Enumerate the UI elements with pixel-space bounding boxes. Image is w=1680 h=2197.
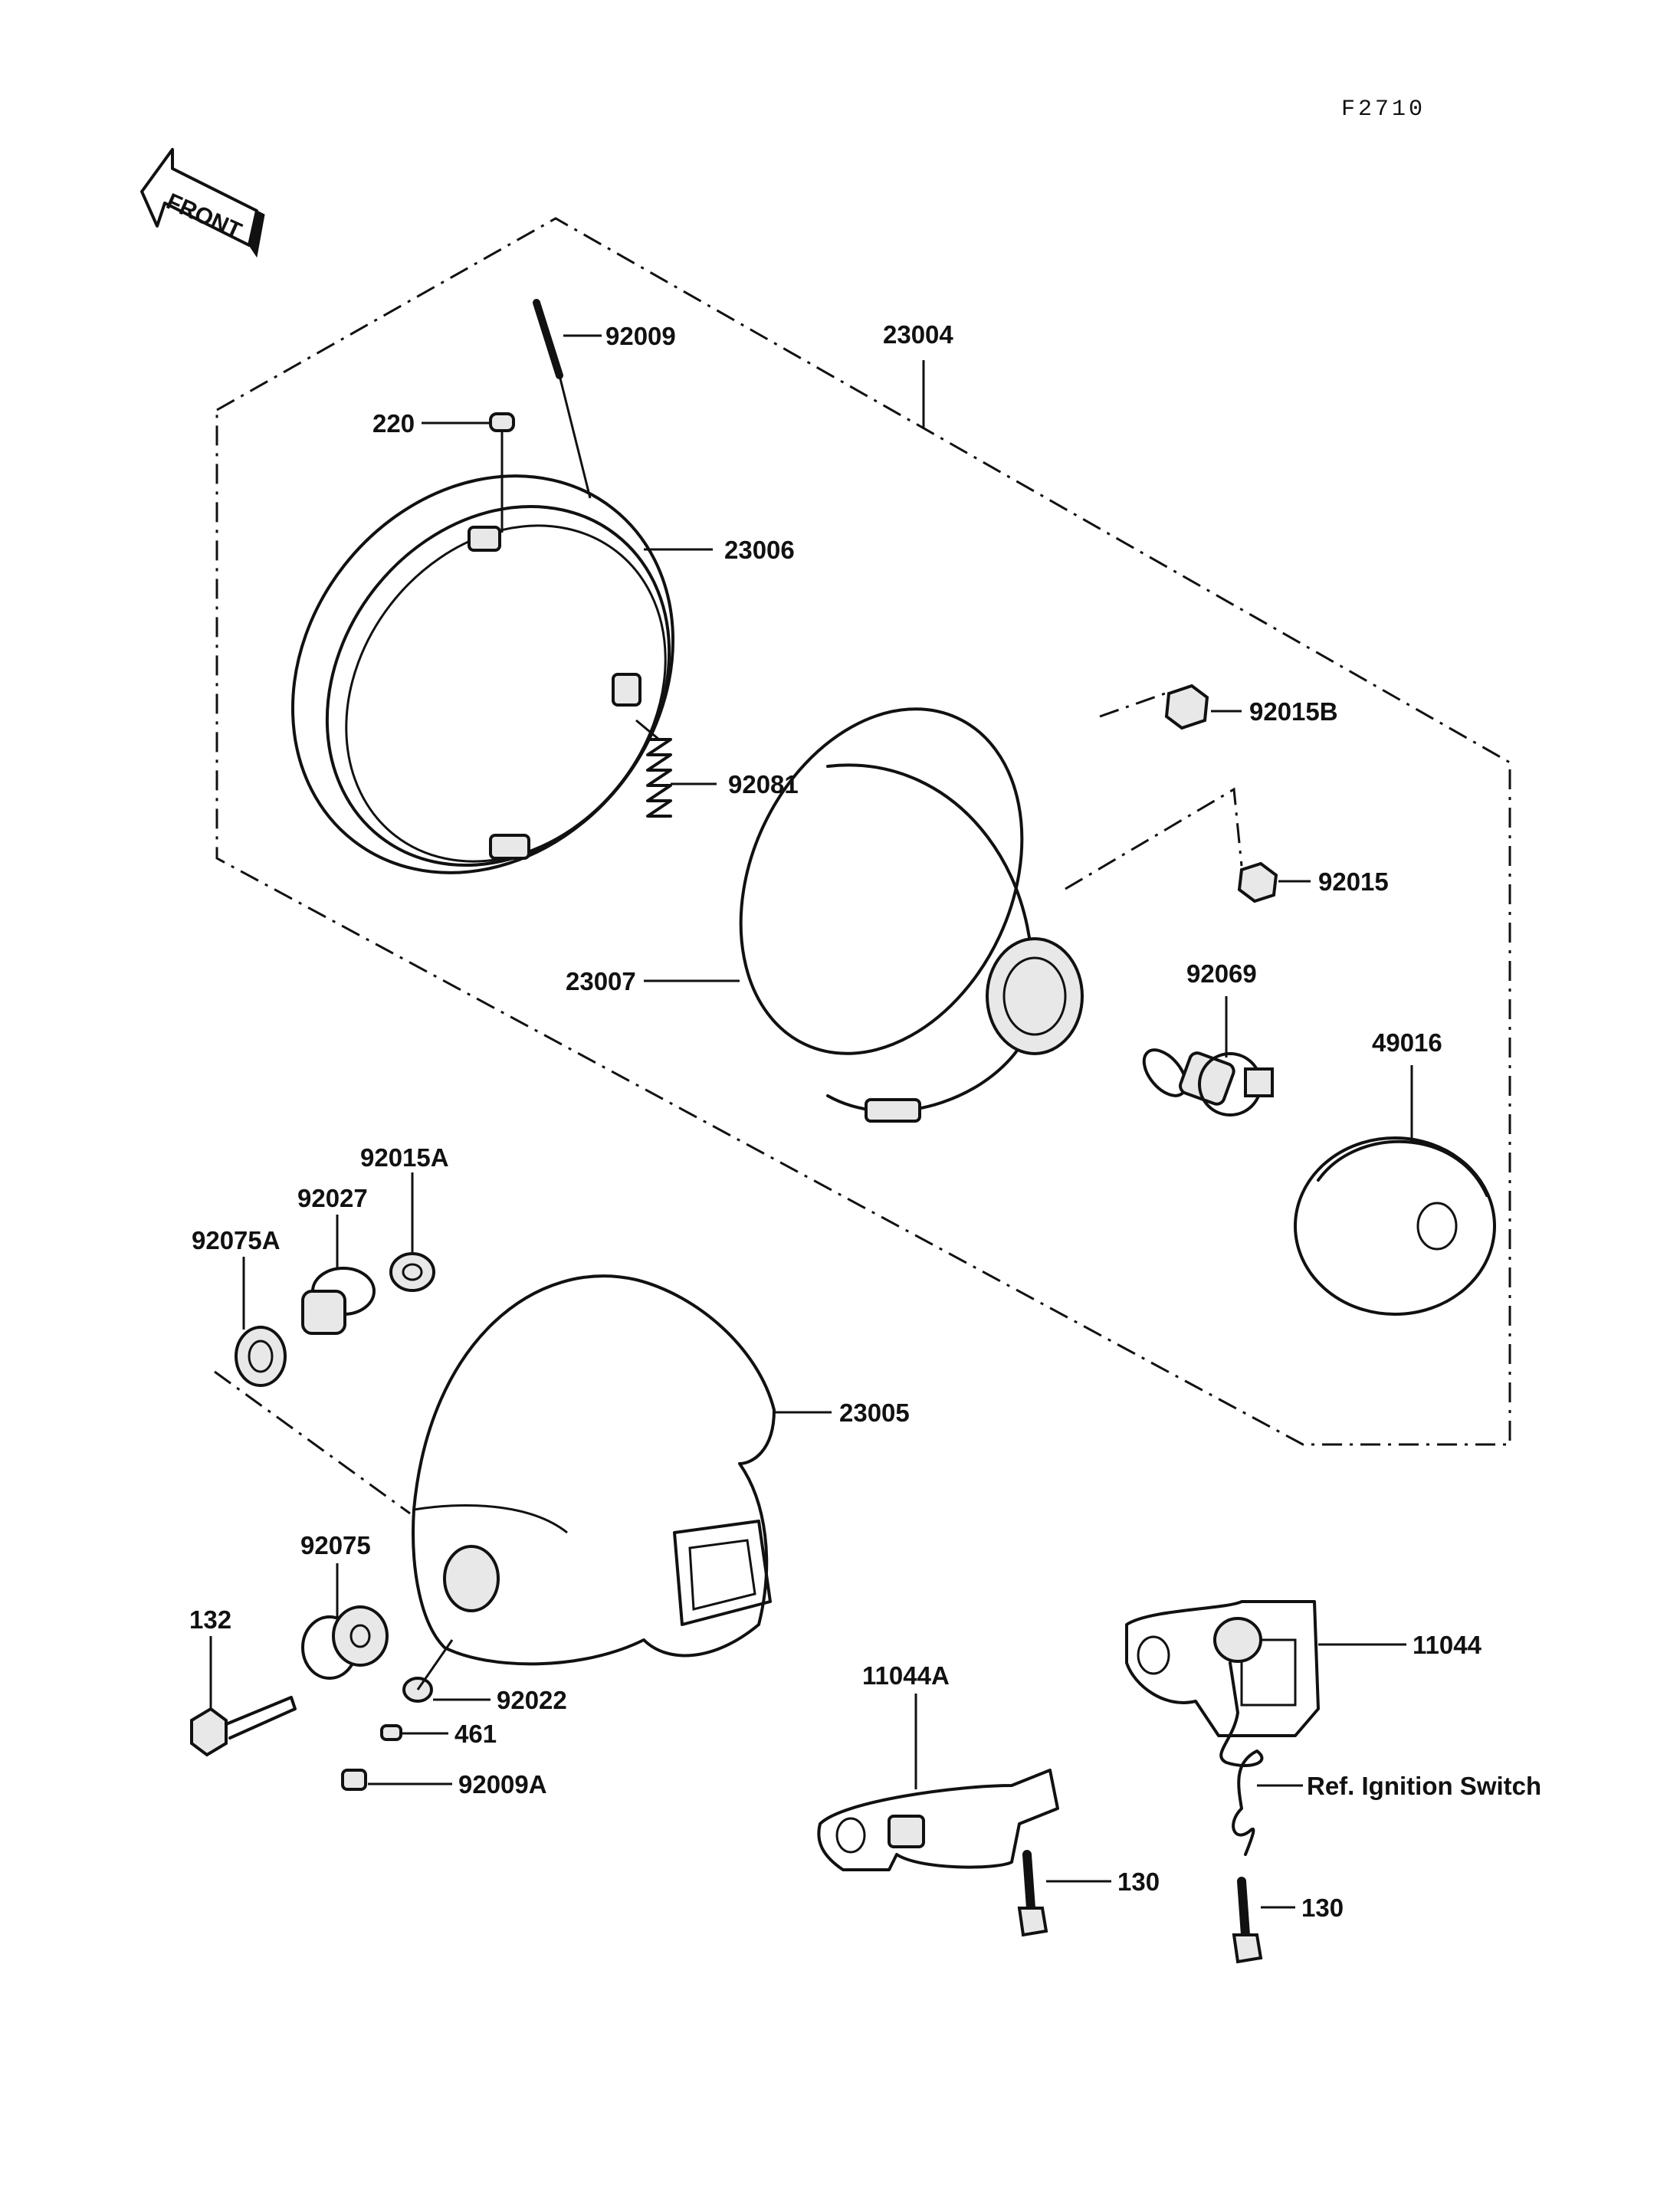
bolt-130b (1232, 1877, 1263, 1964)
label-23004: 23004 (883, 320, 953, 349)
spring-92081 (635, 719, 672, 818)
bulb-92069 (1142, 1048, 1274, 1117)
ignition-switch-wire (1219, 1661, 1264, 1856)
screw-461 (380, 1724, 402, 1741)
label-92009: 92009 (605, 322, 676, 350)
label-92015: 92015 (1318, 867, 1389, 896)
label-92009A: 92009A (458, 1770, 547, 1799)
label-49016: 49016 (1372, 1028, 1442, 1057)
label-92027: 92027 (297, 1184, 368, 1212)
label-92081: 92081 (728, 770, 799, 798)
label-92015B: 92015B (1249, 697, 1338, 726)
label-130b: 130 (1301, 1894, 1344, 1922)
label-ref-ignition-switch: Ref. Ignition Switch (1307, 1772, 1541, 1800)
nut-92015A (389, 1252, 435, 1292)
screw-220 (489, 412, 515, 533)
nut-92015B (1099, 684, 1209, 730)
label-92022: 92022 (497, 1686, 567, 1714)
bolt-130a (1017, 1850, 1048, 1937)
dust-cover-49016 (1294, 1136, 1496, 1316)
front-arrow-label: FRONT (162, 189, 245, 244)
label-132: 132 (189, 1605, 231, 1634)
bracket-11044 (1125, 1600, 1320, 1737)
grommet-92022 (402, 1639, 454, 1703)
label-23005: 23005 (839, 1399, 910, 1427)
label-92015A: 92015A (360, 1143, 449, 1172)
headlight-housing-23007 (739, 707, 1084, 1123)
diagram-code: F2710 (1341, 97, 1426, 123)
assembly-boundary (215, 217, 1511, 1446)
collar-92027 (301, 1267, 376, 1335)
front-arrow-icon: FRONT (140, 148, 265, 258)
washer-92075A (235, 1326, 287, 1387)
label-220: 220 (372, 409, 415, 438)
headlight-shell-23005 (214, 1274, 776, 1666)
label-11044: 11044 (1413, 1631, 1482, 1659)
screw-92009A (341, 1769, 367, 1791)
leader-lines (209, 334, 1413, 1909)
label-11044A: 11044A (862, 1661, 950, 1690)
bolt-132 (190, 1696, 297, 1757)
label-130a: 130 (1117, 1867, 1160, 1896)
label-92075: 92075 (300, 1531, 371, 1559)
headlight-rim-23006 (290, 474, 675, 874)
label-23006: 23006 (724, 536, 795, 564)
bracket-11044A (817, 1769, 1059, 1871)
nut-92015 (1065, 787, 1278, 903)
adjust-screw-92009 (533, 299, 592, 499)
label-461: 461 (454, 1720, 497, 1748)
label-92075A: 92075A (192, 1226, 281, 1254)
label-92069: 92069 (1186, 959, 1257, 988)
label-23007: 23007 (566, 967, 636, 995)
damper-92075 (301, 1605, 389, 1680)
